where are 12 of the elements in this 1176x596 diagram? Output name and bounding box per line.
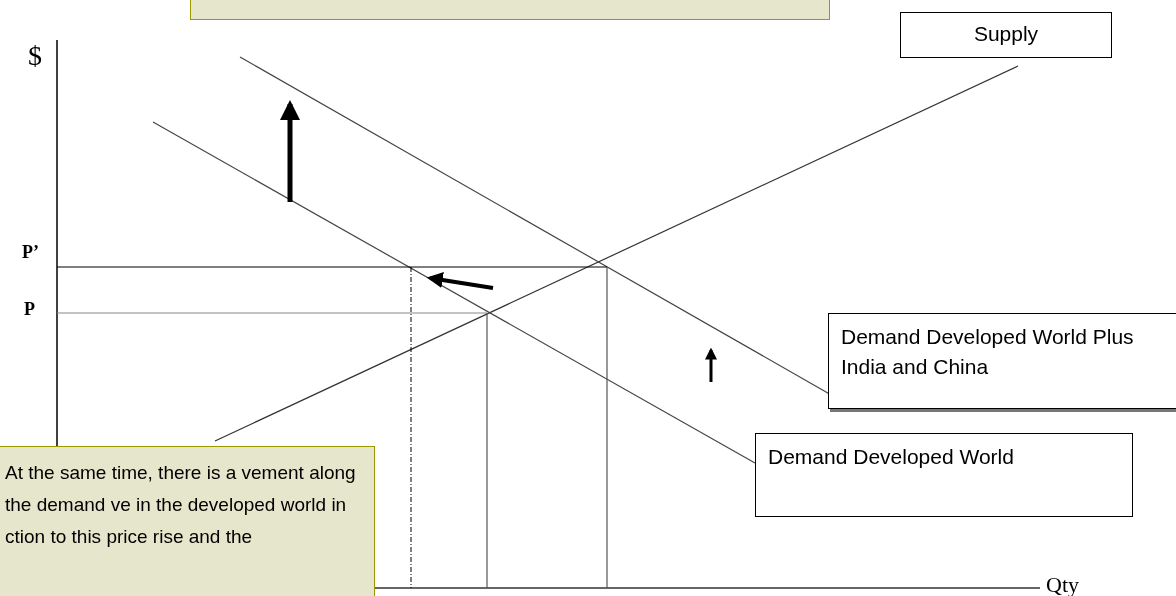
- label-text: Demand Developed World Plus India and China: [841, 324, 1135, 380]
- curve-label: [755, 433, 1133, 517]
- label-text: At the same time, there is a vement along the demand ve in the developed world in ction to this price rise and the: [5, 461, 357, 549]
- curve-label: [900, 12, 1112, 58]
- curve-label: [828, 313, 1176, 409]
- axis-label: $: [28, 40, 42, 72]
- price-label: P’: [22, 242, 39, 263]
- label-text: Supply: [972, 21, 1040, 47]
- label-text: Demand Developed World: [768, 444, 1015, 470]
- axis-label: Qty: [1046, 572, 1079, 596]
- price-label: P: [24, 299, 35, 320]
- callout-box: [0, 446, 375, 596]
